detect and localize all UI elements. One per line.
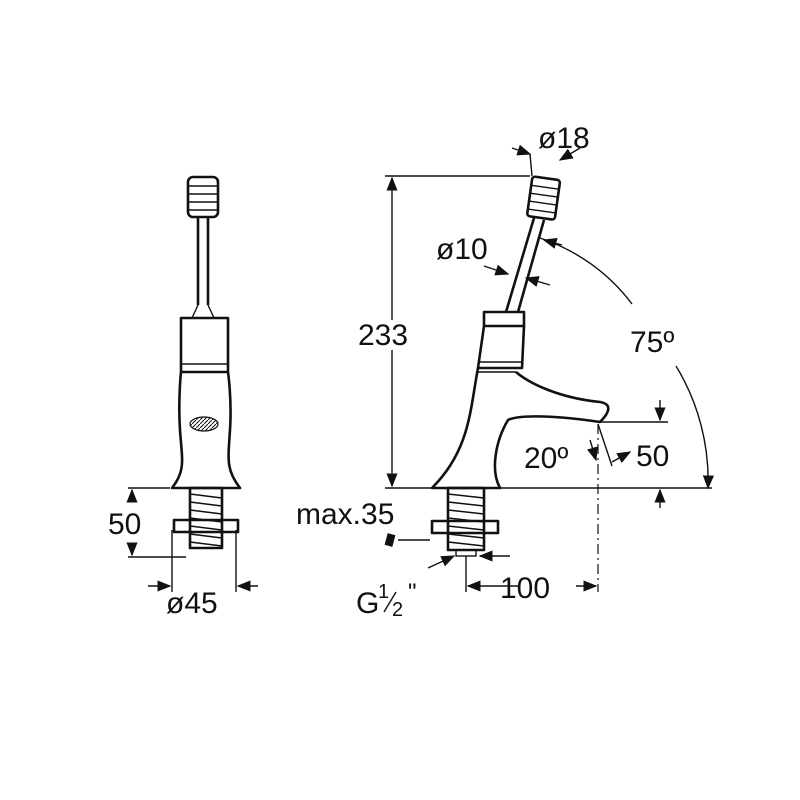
front-base-diameter-dimension bbox=[148, 530, 258, 592]
rod-diameter-dimension bbox=[483, 264, 551, 287]
thread-inch-mark: " bbox=[408, 579, 417, 606]
front-view bbox=[126, 175, 258, 592]
spout-angle-dimension bbox=[587, 423, 613, 467]
label-thread-connection: G 1 2 " bbox=[356, 579, 417, 621]
side-handle-rod bbox=[504, 217, 546, 313]
side-handle-knob bbox=[526, 175, 562, 221]
label-handle-angle: 75º bbox=[630, 326, 674, 359]
label-spout-height: 50 bbox=[636, 440, 669, 473]
label-spout-angle: 20º bbox=[524, 442, 568, 475]
handle-angle-arc bbox=[500, 237, 715, 490]
side-body bbox=[430, 310, 610, 490]
spout-height-dimension bbox=[600, 400, 668, 508]
front-body bbox=[170, 316, 242, 490]
overall-height-dimension bbox=[385, 175, 530, 489]
label-overall-height: 233 bbox=[358, 319, 408, 352]
label-front-shank-length: 50 bbox=[108, 508, 141, 541]
front-handle-knob bbox=[186, 175, 220, 219]
thread-letter: G bbox=[356, 587, 379, 620]
label-base-diameter: ø45 bbox=[166, 587, 218, 620]
thread-fraction-denominator: 2 bbox=[392, 599, 403, 621]
thread-leader bbox=[427, 550, 510, 569]
label-spout-reach: 100 bbox=[500, 572, 550, 605]
side-view bbox=[384, 144, 715, 592]
front-threaded-shank bbox=[172, 486, 240, 550]
front-shank-dimension bbox=[126, 487, 186, 558]
counter-thickness-dimension bbox=[384, 533, 430, 547]
label-rod-diameter: ø10 bbox=[436, 233, 488, 266]
label-knob-diameter: ø18 bbox=[538, 122, 590, 155]
spout-reach-dimension bbox=[465, 556, 598, 592]
thread-fraction-numerator: 1 bbox=[378, 581, 389, 603]
front-handle-rod bbox=[190, 217, 216, 319]
label-max-counter-thickness: max.35 bbox=[296, 498, 394, 531]
knob-diameter-dimension bbox=[511, 144, 581, 177]
side-threaded-shank bbox=[430, 486, 500, 557]
